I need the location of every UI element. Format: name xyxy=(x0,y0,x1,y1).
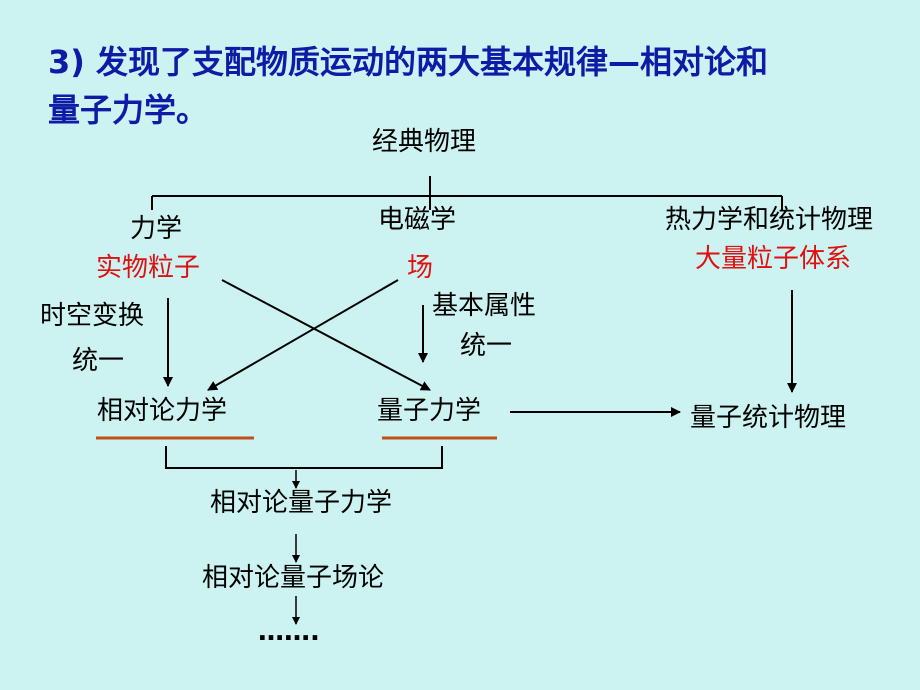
label-unify-2: 统一 xyxy=(460,331,513,361)
node-ellipsis: ……. xyxy=(258,617,320,647)
arrow-particles-to-quantum xyxy=(221,279,431,391)
classical-branch-bracket xyxy=(151,176,783,210)
node-many-particle-system: 大量粒子体系 xyxy=(695,244,852,274)
node-electromagnetism: 电磁学 xyxy=(378,205,457,235)
node-thermo-statistical: 热力学和统计物理 xyxy=(665,205,874,235)
node-field: 场 xyxy=(407,253,434,283)
node-quantum-mechanics: 量子力学 xyxy=(377,396,482,426)
arrow-field-to-relativity xyxy=(207,279,399,391)
label-spacetime-transform: 时空变换 xyxy=(40,301,145,331)
heading-line-2: 量子力学。 xyxy=(48,91,209,129)
node-relativistic-qm: 相对论量子力学 xyxy=(210,488,393,518)
node-mechanics: 力学 xyxy=(130,214,183,244)
slide-heading: 3) 发现了支配物质运动的两大基本规律—相对论和 量子力学。 xyxy=(48,38,888,134)
node-relativistic-mechanics: 相对论力学 xyxy=(97,396,228,426)
heading-line-1: 3) 发现了支配物质运动的两大基本规律—相对论和 xyxy=(48,43,769,81)
node-classical-physics: 经典物理 xyxy=(372,127,477,157)
label-basic-attribute: 基本属性 xyxy=(432,291,537,321)
node-real-particles: 实物粒子 xyxy=(96,253,201,283)
node-relativistic-qft: 相对论量子场论 xyxy=(202,563,385,593)
node-quantum-statistical-physics: 量子统计物理 xyxy=(690,403,847,433)
label-unify-1: 统一 xyxy=(72,346,125,376)
merge-bracket xyxy=(165,446,443,469)
